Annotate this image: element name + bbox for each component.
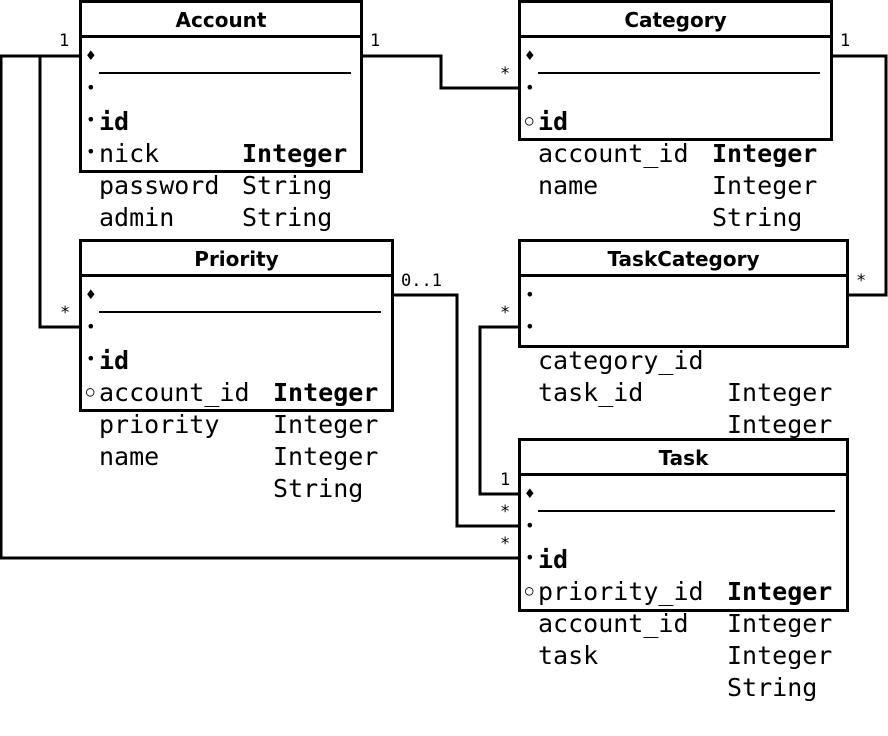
attribute-name: priority_id [538,577,704,606]
attribute-row: ○ task String [521,576,846,702]
optional-circle-icon: ○ [525,583,534,599]
attribute-row: ♦ id Integer [521,480,846,606]
primary-key-icon: ♦ [86,46,96,65]
entity-title: Task [521,441,846,476]
attribute-type: Integer [273,378,379,407]
attribute-type: Integer [727,378,833,407]
attribute-row: • password String [82,106,360,232]
attribute-name: task_id [538,378,644,407]
attribute-row: • priority Integer [82,345,391,471]
attribute-row: ♦ id Integer [521,42,830,168]
attribute-type: Integer [273,410,379,439]
attribute-name: id [99,346,130,375]
attribute-row: • admin Boolean [82,138,360,264]
attribute-row: ○ name String [521,106,830,232]
entity-priority: Priority ♦ id Integer • account_id Integ… [79,239,394,503]
required-bullet-icon: • [86,142,96,161]
required-bullet-icon: • [525,317,535,336]
attribute-row: • account_id Integer [521,74,830,200]
pk-underline [538,72,820,74]
primary-key-icon: ♦ [525,46,535,65]
line-account-priority [38,54,80,329]
entity-category: Category ♦ id Integer • account_id Integ… [518,0,833,232]
attribute-name: id [538,107,569,136]
attribute-name: password [99,171,220,200]
multiplicity-label: 1 [840,31,851,51]
multiplicity-label: 1 [500,470,511,490]
required-bullet-icon: • [525,78,535,97]
attribute-type: String [712,203,803,232]
attribute-name: category_id [538,346,704,375]
entity-title: Priority [82,242,391,277]
attribute-name: name [99,442,160,471]
attribute-type: String [242,203,333,232]
attribute-type: String [727,673,818,702]
attribute-type: Integer [712,171,818,200]
line-task-taskcategory [478,325,520,496]
entity-title: Account [82,3,360,38]
pk-underline [99,311,381,313]
entity-account: Account ♦ id Integer • nick String • pas… [79,0,363,264]
required-bullet-icon: • [525,548,535,567]
attribute-name: name [538,171,599,200]
multiplicity-label: 0..1 [401,271,442,291]
multiplicity-label: 1 [370,31,381,51]
required-bullet-icon: • [525,285,535,304]
line-priority-task [393,293,520,528]
multiplicity-label: * [500,534,511,554]
required-bullet-icon: • [86,78,96,97]
pk-underline [99,72,351,74]
attribute-name: task [538,641,599,670]
entity-title: TaskCategory [521,242,846,277]
entity-title: Category [521,3,830,38]
line-account-category [362,54,520,90]
multiplicity-label: * [500,303,511,323]
attribute-row: • account_id Integer [521,544,846,670]
multiplicity-label: * [500,64,511,84]
attribute-type: Integer [727,609,833,638]
attribute-row: ♦ id Integer [82,42,360,168]
attribute-type: String [273,474,364,503]
multiplicity-label: * [60,303,71,323]
required-bullet-icon: • [525,516,535,535]
attribute-row: • nick String [82,74,360,200]
required-bullet-icon: • [86,317,96,336]
attribute-row: • task_id Integer [521,313,846,439]
attribute-name: nick [99,139,160,168]
primary-key-icon: ♦ [525,484,535,503]
line-account-task [0,54,520,560]
relationship-lines [0,54,888,560]
er-diagram: Account ♦ id Integer • nick String • pas… [0,0,888,702]
pk-underline [538,510,835,512]
attribute-type: Integer [273,442,379,471]
attribute-name: id [99,107,130,136]
attribute-type: Integer [727,577,833,606]
attribute-row: • priority_id Integer [521,512,846,638]
attribute-type: String [242,171,333,200]
attribute-name: account_id [99,378,250,407]
attribute-row: • account_id Integer [82,313,391,439]
attribute-type: Integer [727,410,833,439]
attribute-name: id [538,545,569,574]
optional-circle-icon: ○ [525,113,534,129]
attribute-name: admin [99,203,175,232]
attribute-name: priority [99,410,220,439]
entity-taskcategory: TaskCategory • category_id Integer • tas… [518,239,849,439]
line-category-taskcategory [832,54,888,297]
attribute-type: Integer [727,641,833,670]
attribute-row: ♦ id Integer [82,281,391,407]
attribute-type: Integer [712,139,818,168]
primary-key-icon: ♦ [86,285,96,304]
required-bullet-icon: • [86,349,96,368]
multiplicity-label: * [500,502,511,522]
attribute-row: • category_id Integer [521,281,846,407]
entity-task: Task ♦ id Integer • priority_id Integer … [518,438,849,702]
attribute-type: Integer [242,139,348,168]
attribute-name: account_id [538,139,689,168]
required-bullet-icon: • [86,110,96,129]
multiplicity-label: * [856,271,867,291]
attribute-row: ○ name String [82,377,391,503]
optional-circle-icon: ○ [86,384,95,400]
multiplicity-label: 1 [59,31,70,51]
